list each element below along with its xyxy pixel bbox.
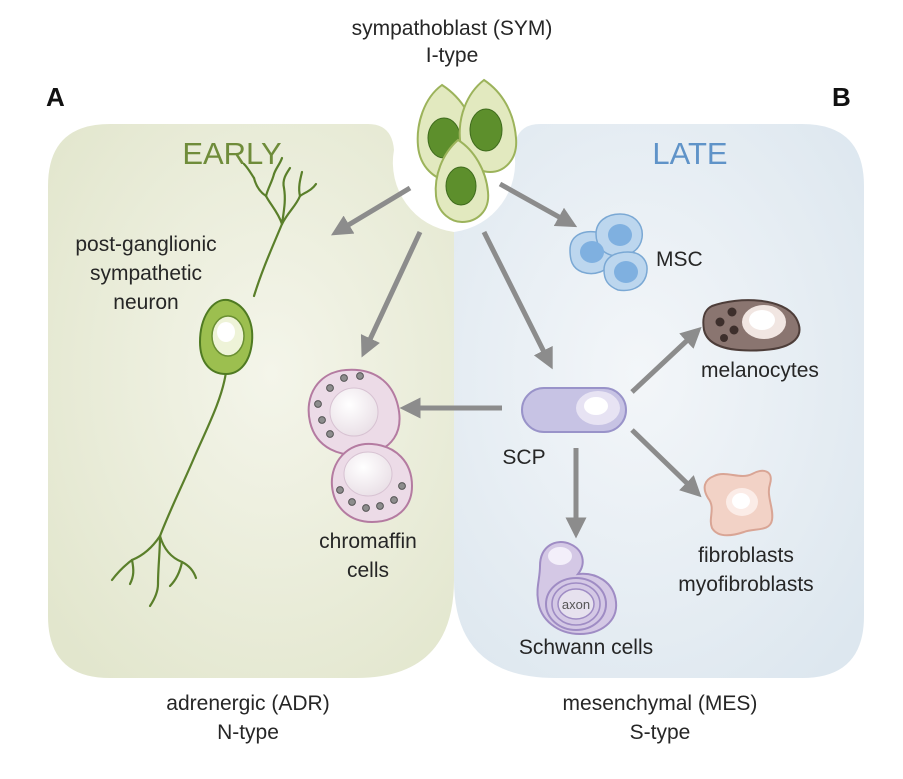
schwann-label: Schwann cells	[519, 636, 653, 659]
top-label-line1: sympathoblast (SYM)	[352, 17, 553, 40]
chromaffin-label-line1: chromaffin	[319, 530, 417, 553]
arrow-sym-to-scp	[481, 230, 553, 370]
neuron-label-line2: sympathetic	[90, 262, 202, 285]
panel-a-letter: A	[46, 82, 65, 112]
arrow-sym-to-chromaffin	[360, 230, 423, 358]
panel-b-letter: B	[832, 82, 851, 112]
arrow-sym-to-msc	[498, 181, 578, 228]
fibroblasts-label-line2: myofibroblasts	[678, 573, 813, 596]
panel-a-footer-line1: adrenergic (ADR)	[166, 692, 329, 715]
chromaffin-cell-2	[330, 442, 414, 524]
fibroblasts-label-line1: fibroblasts	[698, 544, 794, 567]
neuron-illustration	[110, 156, 318, 608]
neuron-label-line3: neuron	[113, 291, 178, 314]
early-heading: EARLY	[182, 136, 281, 171]
panel-b-footer-line2: S-type	[630, 721, 691, 744]
neuron-soma	[198, 298, 254, 376]
schwann-cell: axon	[536, 541, 618, 636]
panel-a-footer-line2: N-type	[217, 721, 279, 744]
axon-label: axon	[562, 597, 590, 612]
early-panel	[48, 124, 454, 678]
top-label-line2: I-type	[426, 44, 479, 67]
scp-label: SCP	[502, 446, 545, 469]
msc-label: MSC	[656, 248, 703, 271]
msc-cells	[569, 213, 648, 292]
panel-b-footer-line1: mesenchymal (MES)	[563, 692, 758, 715]
chromaffin-label-line2: cells	[347, 559, 389, 582]
late-panel	[454, 124, 864, 678]
arrow-scp-to-fibroblasts	[630, 428, 702, 498]
late-heading: LATE	[652, 136, 727, 171]
sympathoblast-cells	[416, 78, 518, 224]
melanocytes-label: melanocytes	[701, 359, 819, 382]
melanocyte-cell	[702, 299, 801, 352]
scp-cell	[521, 387, 627, 433]
fibroblast-cell	[703, 469, 774, 537]
neuron-label-line1: post-ganglionic	[75, 233, 216, 256]
arrow-sym-to-neuron	[330, 185, 412, 236]
chromaffin-cell-1	[307, 368, 401, 456]
arrow-scp-to-melanocytes	[630, 326, 702, 394]
